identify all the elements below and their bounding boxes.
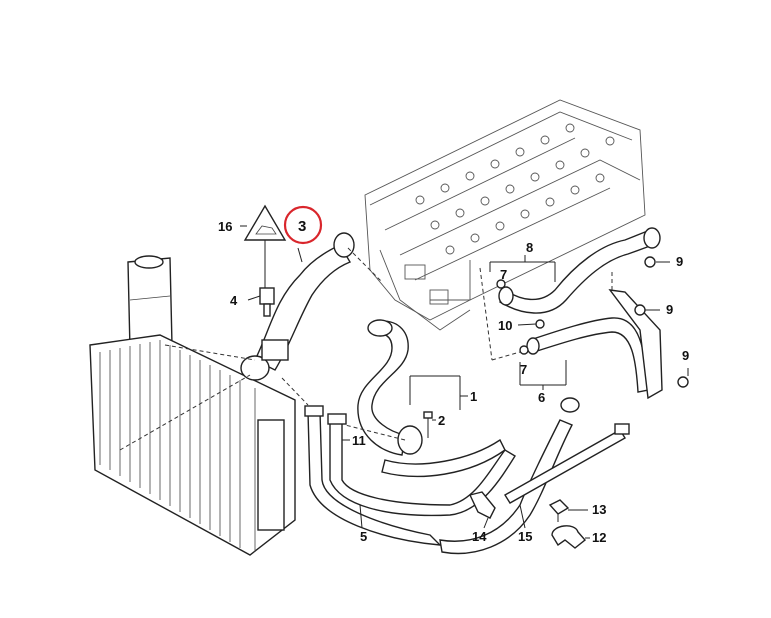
callout-12: 12 [592,530,606,545]
clips [469,491,587,549]
callout-3: 3 [298,218,306,235]
callout-9a: 9 [676,254,683,269]
leader-lines [240,225,689,539]
return-pipe [498,227,661,314]
engine-cylinder-head [364,99,646,331]
highlight-circle [283,205,323,245]
upper-radiator-hose [240,232,355,381]
callout-13: 13 [592,502,606,517]
callout-9c: 9 [682,348,689,363]
callout-1: 1 [470,389,477,404]
temperature-sensor [259,287,275,317]
callout-2: 2 [438,413,445,428]
callout-14: 14 [472,529,487,544]
callout-9b: 9 [666,302,673,317]
callout-7b: 7 [520,362,527,377]
warning-label [243,204,287,241]
callout-11: 11 [352,433,366,448]
coolant-pipes [304,397,580,555]
radiator [89,334,296,556]
callout-6: 6 [538,390,545,405]
cable-strap [504,423,630,504]
callout-8: 8 [526,240,533,255]
heater-pipe [526,289,663,400]
callout-4: 4 [230,293,238,308]
callout-5: 5 [360,529,367,544]
callout-labels: 1 2 3 4 5 6 7 7 8 9 9 9 10 11 12 13 14 1… [218,218,689,545]
callout-15: 15 [518,529,532,544]
guide-lines [119,247,613,451]
callout-16: 16 [218,219,232,234]
bolt [423,411,433,438]
lower-hose [357,319,423,456]
callout-10: 10 [498,318,512,333]
callout-7a: 7 [500,267,507,282]
